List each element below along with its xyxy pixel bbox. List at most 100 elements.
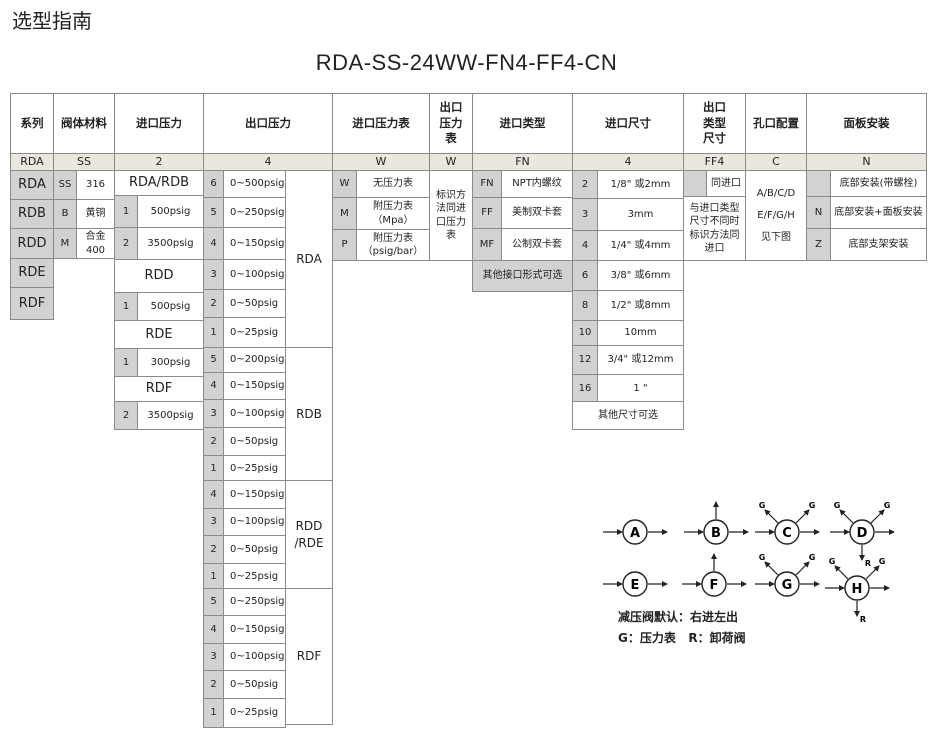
outlet-group-label: RDF bbox=[285, 588, 333, 725]
size-label: 10mm bbox=[597, 320, 684, 346]
model-code: RDA-SS-24WW-FN4-FF4-CN bbox=[315, 50, 618, 75]
gauge-mark-label: G bbox=[809, 501, 816, 510]
inlet-type-label: NPT内螺纹 bbox=[501, 170, 573, 198]
outlet-code: 5 bbox=[203, 588, 224, 616]
example-inlet-size: 4 bbox=[572, 153, 684, 171]
port-h-symbol bbox=[844, 575, 870, 601]
example-outlet-pressure: 4 bbox=[203, 153, 333, 171]
example-inlet-type: FN bbox=[472, 153, 573, 171]
port-b-symbol-label: B bbox=[711, 526, 721, 541]
panel-code: Z bbox=[806, 228, 831, 261]
outlet-code: 4 bbox=[203, 480, 224, 509]
size-label: 1/8" 或2mm bbox=[597, 170, 684, 199]
page-title: 选型指南 bbox=[12, 9, 92, 33]
header-inlet-gauge: 进口压力表 bbox=[332, 93, 430, 154]
outlet-value: 0~150psig bbox=[223, 227, 286, 260]
inlet-type-code: FN bbox=[472, 170, 502, 198]
diagram-legend-line2: G：压力表 R：卸荷阀 bbox=[618, 631, 746, 645]
outlet-code: 3 bbox=[203, 259, 224, 290]
port-f-symbol-label: F bbox=[710, 578, 719, 593]
example-outlet-gauge: W bbox=[429, 153, 473, 171]
inlet-value: 500psig bbox=[137, 292, 204, 321]
material-name: 316 bbox=[76, 170, 115, 200]
example-inlet-pressure: 2 bbox=[114, 153, 204, 171]
example-port: C bbox=[745, 153, 807, 171]
outlet-value: 0~25psig bbox=[223, 455, 286, 483]
outlet-value: 0~150psig bbox=[223, 372, 286, 400]
outlet-value: 0~50psig bbox=[223, 289, 286, 318]
inlet-code: 1 bbox=[114, 292, 138, 321]
gauge-mark-label: G bbox=[759, 553, 766, 562]
outlet-code: 3 bbox=[203, 399, 224, 428]
header-inlet-size: 进口尺寸 bbox=[572, 93, 684, 154]
gauge-mark-label: G bbox=[879, 557, 886, 566]
port-d-symbol-label: D bbox=[857, 526, 868, 541]
header-panel-mount: 面板安装 bbox=[806, 93, 927, 154]
gauge-code: W bbox=[332, 170, 357, 198]
outlet-type-swatch bbox=[683, 170, 707, 197]
outlet-code: 1 bbox=[203, 317, 224, 348]
diagram-legend-line1: 减压阀默认：右进左出 bbox=[618, 610, 739, 624]
inlet-group-label: RDF bbox=[114, 376, 204, 402]
outlet-value: 0~25psig bbox=[223, 317, 286, 348]
port-h-symbol-label: H bbox=[852, 582, 863, 597]
outlet-code: 6 bbox=[203, 170, 224, 198]
port-b-symbol bbox=[703, 519, 729, 545]
outlet-value: 0~50psig bbox=[223, 670, 286, 699]
outlet-value: 0~150psig bbox=[223, 615, 286, 644]
outlet-code: 5 bbox=[203, 347, 224, 373]
relief-mark-label: R bbox=[865, 559, 871, 568]
size-code: 2 bbox=[572, 170, 598, 199]
outlet-code: 2 bbox=[203, 535, 224, 564]
size-label: 3/8" 或6mm bbox=[597, 260, 684, 291]
gauge-code: P bbox=[332, 229, 357, 261]
outlet-code: 2 bbox=[203, 289, 224, 318]
gauge-mark-label: G bbox=[809, 553, 816, 562]
example-inlet-gauge: W bbox=[332, 153, 430, 171]
inlet-type-code: MF bbox=[472, 228, 502, 261]
port-a-symbol bbox=[622, 519, 648, 545]
size-label: 1/4" 或4mm bbox=[597, 230, 684, 261]
outlet-group-label: RDA bbox=[285, 170, 333, 348]
size-code: 10 bbox=[572, 320, 598, 346]
size-label: 3mm bbox=[597, 198, 684, 231]
outlet-value: 0~250psig bbox=[223, 588, 286, 616]
outlet-value: 0~250psig bbox=[223, 197, 286, 228]
port-g-symbol-label: G bbox=[782, 578, 793, 593]
gauge-mark-label: G bbox=[884, 501, 891, 510]
inlet-type-label: 公制双卡套 bbox=[501, 228, 573, 261]
size-code: 6 bbox=[572, 260, 598, 291]
inlet-type-other: 其他接口形式可选 bbox=[472, 260, 573, 292]
header-inlet-type: 进口类型 bbox=[472, 93, 573, 154]
outlet-value: 0~200psig bbox=[223, 347, 286, 373]
outlet-value: 0~500psig bbox=[223, 170, 286, 198]
outlet-value: 0~100psig bbox=[223, 643, 286, 671]
inlet-value: 3500psig bbox=[137, 401, 204, 430]
header-outlet-type-size: 出口 类型 尺寸 bbox=[683, 93, 746, 154]
series-item: RDD bbox=[10, 228, 54, 259]
outlet-value: 0~150psig bbox=[223, 480, 286, 509]
outlet-code: 4 bbox=[203, 372, 224, 400]
inlet-code: 1 bbox=[114, 348, 138, 377]
outlet-value: 0~100psig bbox=[223, 508, 286, 536]
port-c-symbol bbox=[774, 519, 800, 545]
series-item: RDA bbox=[10, 170, 54, 200]
port-e-symbol bbox=[622, 571, 648, 597]
gauge-code: M bbox=[332, 197, 357, 230]
outlet-code: 4 bbox=[203, 615, 224, 644]
header-outlet-pressure: 出口压力 bbox=[203, 93, 333, 154]
port-e-symbol-label: E bbox=[631, 578, 640, 593]
port-config-note: A/B/C/D E/F/G/H 见下图 bbox=[745, 170, 807, 261]
series-item: RDB bbox=[10, 199, 54, 229]
size-code: 12 bbox=[572, 345, 598, 375]
header-body-material: 阀体材料 bbox=[53, 93, 115, 154]
outlet-code: 4 bbox=[203, 227, 224, 260]
panel-label: 底部支架安装 bbox=[830, 228, 927, 261]
header-inlet-pressure: 进口压力 bbox=[114, 93, 204, 154]
series-item: RDE bbox=[10, 258, 54, 288]
port-g-symbol bbox=[774, 571, 800, 597]
material-code: B bbox=[53, 199, 77, 229]
example-material: SS bbox=[53, 153, 115, 171]
inlet-group-label: RDD bbox=[114, 259, 204, 293]
